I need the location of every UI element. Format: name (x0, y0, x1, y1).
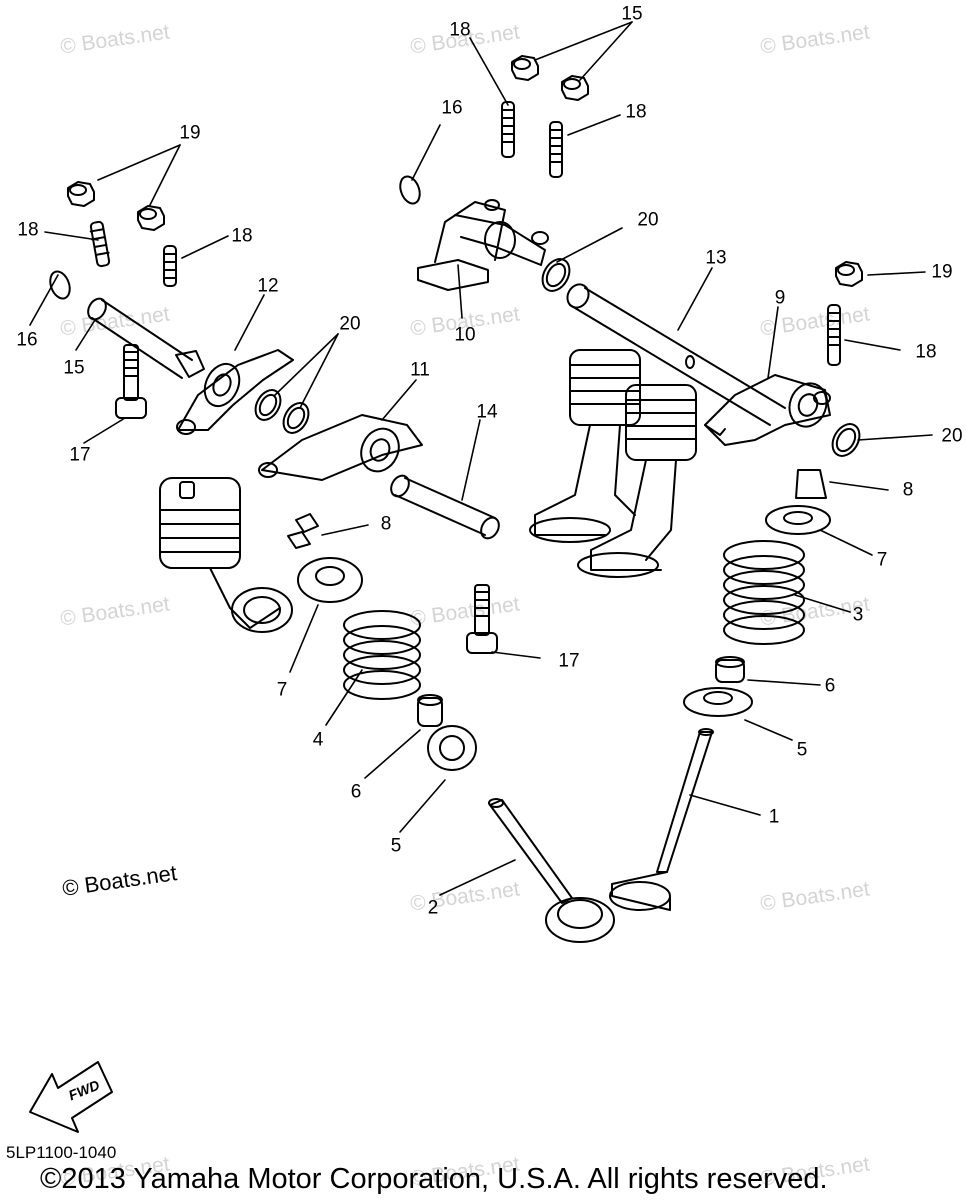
copyright-notice: ©2013 Yamaha Motor Corporation, U.S.A. A… (40, 1163, 828, 1195)
callout-16: 16 (441, 97, 463, 119)
oring-part-16 (49, 175, 421, 300)
bolt-part-17 (115, 344, 498, 654)
callout-1: 1 (768, 806, 780, 828)
rocker-arm-part-9 (704, 374, 831, 446)
callout-6: 6 (824, 675, 836, 697)
callout-12: 12 (257, 275, 279, 297)
callout-17: 17 (69, 444, 91, 466)
stud-part-18 (89, 101, 841, 366)
valve-part-1 (609, 728, 714, 911)
callout-20: 20 (637, 209, 659, 231)
washer-part-20 (254, 258, 861, 457)
valve-seal-part-6 (417, 656, 745, 727)
collet-part-8 (287, 469, 827, 549)
callout-19: 19 (179, 122, 201, 144)
callout-5: 5 (796, 739, 808, 761)
spring-seat-part-5 (427, 687, 753, 771)
diagram-code: 5LP1100-1040 (6, 1143, 117, 1162)
callout-4: 4 (312, 729, 324, 751)
rocker-arm-part-12 (176, 349, 294, 435)
callout-8: 8 (380, 513, 392, 535)
callout-7: 7 (276, 679, 288, 701)
callout-18: 18 (449, 19, 471, 41)
nut-part-19 (67, 55, 863, 287)
leader-lines (29, 21, 933, 896)
spring-seat-part-7 (297, 505, 831, 603)
callout-19: 19 (931, 261, 953, 283)
valve-lifter-assembly (529, 349, 697, 578)
callout-3: 3 (852, 604, 864, 626)
valve-part-2 (488, 798, 615, 943)
rocker-bracket-part-10 (417, 199, 549, 291)
callout-2: 2 (427, 897, 439, 919)
fwd-arrow-icon (29, 1061, 113, 1133)
callout-16: 16 (16, 329, 38, 351)
callout-5: 5 (390, 835, 402, 857)
callout-20: 20 (941, 425, 963, 447)
callout-6: 6 (350, 781, 362, 803)
callout-9: 9 (774, 287, 786, 309)
callout-10: 10 (454, 324, 476, 346)
callout-14: 14 (476, 401, 498, 423)
callout-20: 20 (339, 313, 361, 335)
rocker-shaft-part-14 (390, 474, 500, 540)
callout-17: 17 (558, 650, 580, 672)
callout-15: 15 (63, 357, 85, 379)
callout-13: 13 (705, 247, 727, 269)
callout-18: 18 (17, 219, 39, 241)
valve-spring-part-3 (723, 540, 805, 645)
rocker-arm-part-11 (258, 414, 423, 481)
callout-18: 18 (915, 341, 937, 363)
callout-7: 7 (876, 549, 888, 571)
valve-spring-part-4 (343, 610, 421, 700)
callout-18: 18 (625, 101, 647, 123)
callout-19: 15 (621, 3, 643, 25)
rocker-shaft-part-15 (87, 297, 205, 379)
callout-11: 11 (410, 359, 430, 381)
valve-lifter-left (159, 477, 293, 633)
callout-8: 8 (902, 479, 914, 501)
rocker-shaft-part-13 (566, 283, 786, 426)
callout-18: 18 (231, 225, 253, 247)
